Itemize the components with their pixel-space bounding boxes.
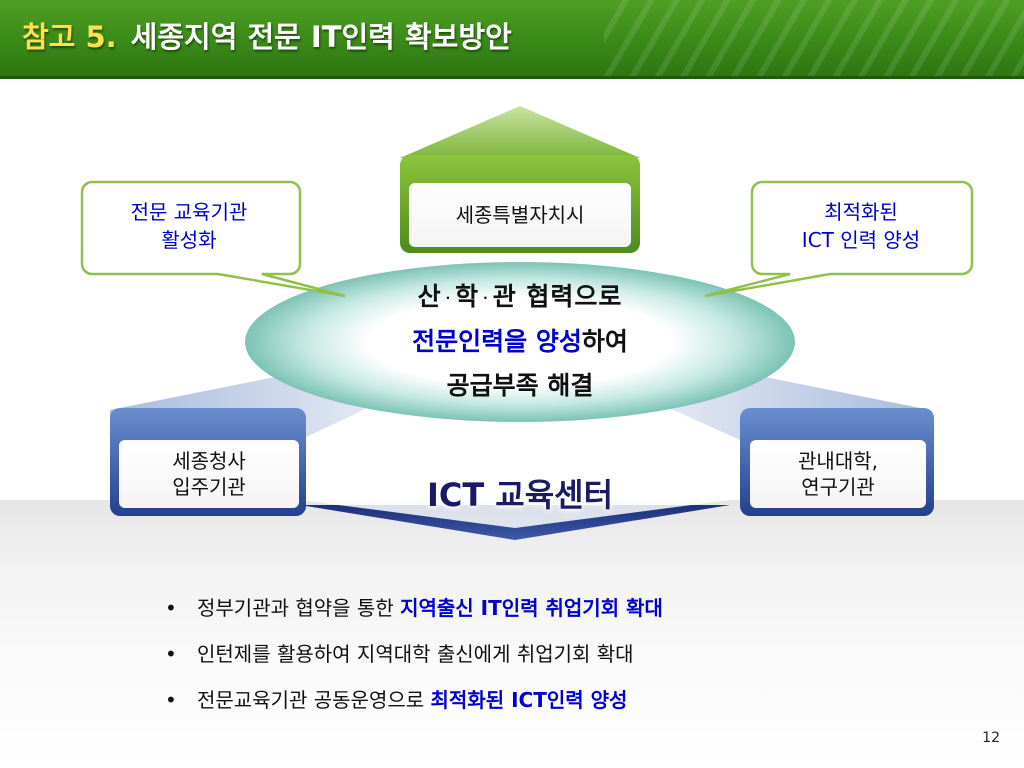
sejong-city-box: 세종특별자치시: [409, 183, 631, 247]
callout-line: 최적화된: [824, 200, 898, 224]
center-highlight: 전문인력을 양성: [412, 327, 582, 356]
center-line-1: 산·학·관 협력으로: [330, 275, 710, 320]
callout-right: 최적화된 ICT 인력 양성: [752, 186, 970, 266]
bullet-text: 인턴제를 활용하여 지역대학 출신에게 취업기회 확대: [197, 642, 634, 666]
bottom-chevron-highlight: [300, 500, 730, 528]
list-item: • 인턴제를 활용하여 지역대학 출신에게 취업기회 확대: [165, 631, 945, 677]
bullet-marker: •: [165, 688, 177, 712]
top-roof: [400, 106, 640, 158]
title-text: 세종지역 전문 IT인력 확보방안: [130, 20, 512, 54]
bullet-text: 전문교육기관 공동운영으로: [197, 688, 431, 712]
callout-right-bubble: [704, 180, 974, 298]
ict-center-label: ICT 교육센터: [426, 476, 614, 514]
bullet-marker: •: [165, 596, 177, 620]
box-line: 입주기관: [172, 475, 246, 499]
separator-dot: ·: [445, 291, 452, 305]
center-line-2-rest: 하여: [581, 327, 628, 356]
title-decoration: [604, 0, 1024, 76]
page-number: 12: [982, 730, 1000, 746]
university-box: 관내대학, 연구기관: [750, 440, 926, 508]
box-line: 연구기관: [801, 475, 875, 499]
box-line: 세종청사: [172, 449, 246, 473]
bullet-highlight: 최적화된 ICT인력 양성: [430, 688, 628, 712]
callout-left-bubble: [80, 180, 346, 298]
title-bar: 참고 5. 세종지역 전문 IT인력 확보방안: [0, 0, 1024, 79]
callout-line: ICT 인력 양성: [801, 228, 921, 252]
center-word: 산: [417, 282, 442, 311]
bullet-list: • 정부기관과 협약을 통한 지역출신 IT인력 취업기회 확대 • 인턴제를 활용…: [165, 585, 945, 723]
bullet-highlight: 지역출신 IT인력 취업기회 확대: [400, 596, 663, 620]
list-item: • 전문교육기관 공동운영으로 최적화된 ICT인력 양성: [165, 677, 945, 723]
bullet-marker: •: [165, 642, 177, 666]
box-line: 관내대학,: [798, 449, 878, 473]
center-word: 관 협력으로: [492, 282, 623, 311]
bullet-text: 정부기관과 협약을 통한: [197, 596, 401, 620]
callout-left: 전문 교육기관 활성화: [80, 186, 298, 266]
sejong-office-box: 세종청사 입주기관: [119, 440, 299, 508]
center-word: 학: [455, 282, 480, 311]
callout-line: 활성화: [161, 228, 217, 252]
center-line-3: 공급부족 해결: [446, 371, 594, 400]
center-ellipse-glow: [245, 262, 795, 422]
separator-dot: ·: [483, 291, 489, 305]
slide-title: 참고 5. 세종지역 전문 IT인력 확보방안: [22, 14, 512, 56]
title-prefix: 참고 5.: [22, 20, 117, 54]
center-line-2: 전문인력을 양성하여: [330, 320, 710, 364]
center-message: 산·학·관 협력으로 전문인력을 양성하여 공급부족 해결: [330, 275, 710, 415]
background-band: [0, 500, 1024, 768]
callout-line: 전문 교육기관: [130, 200, 248, 224]
list-item: • 정부기관과 협약을 통한 지역출신 IT인력 취업기회 확대: [165, 585, 945, 631]
